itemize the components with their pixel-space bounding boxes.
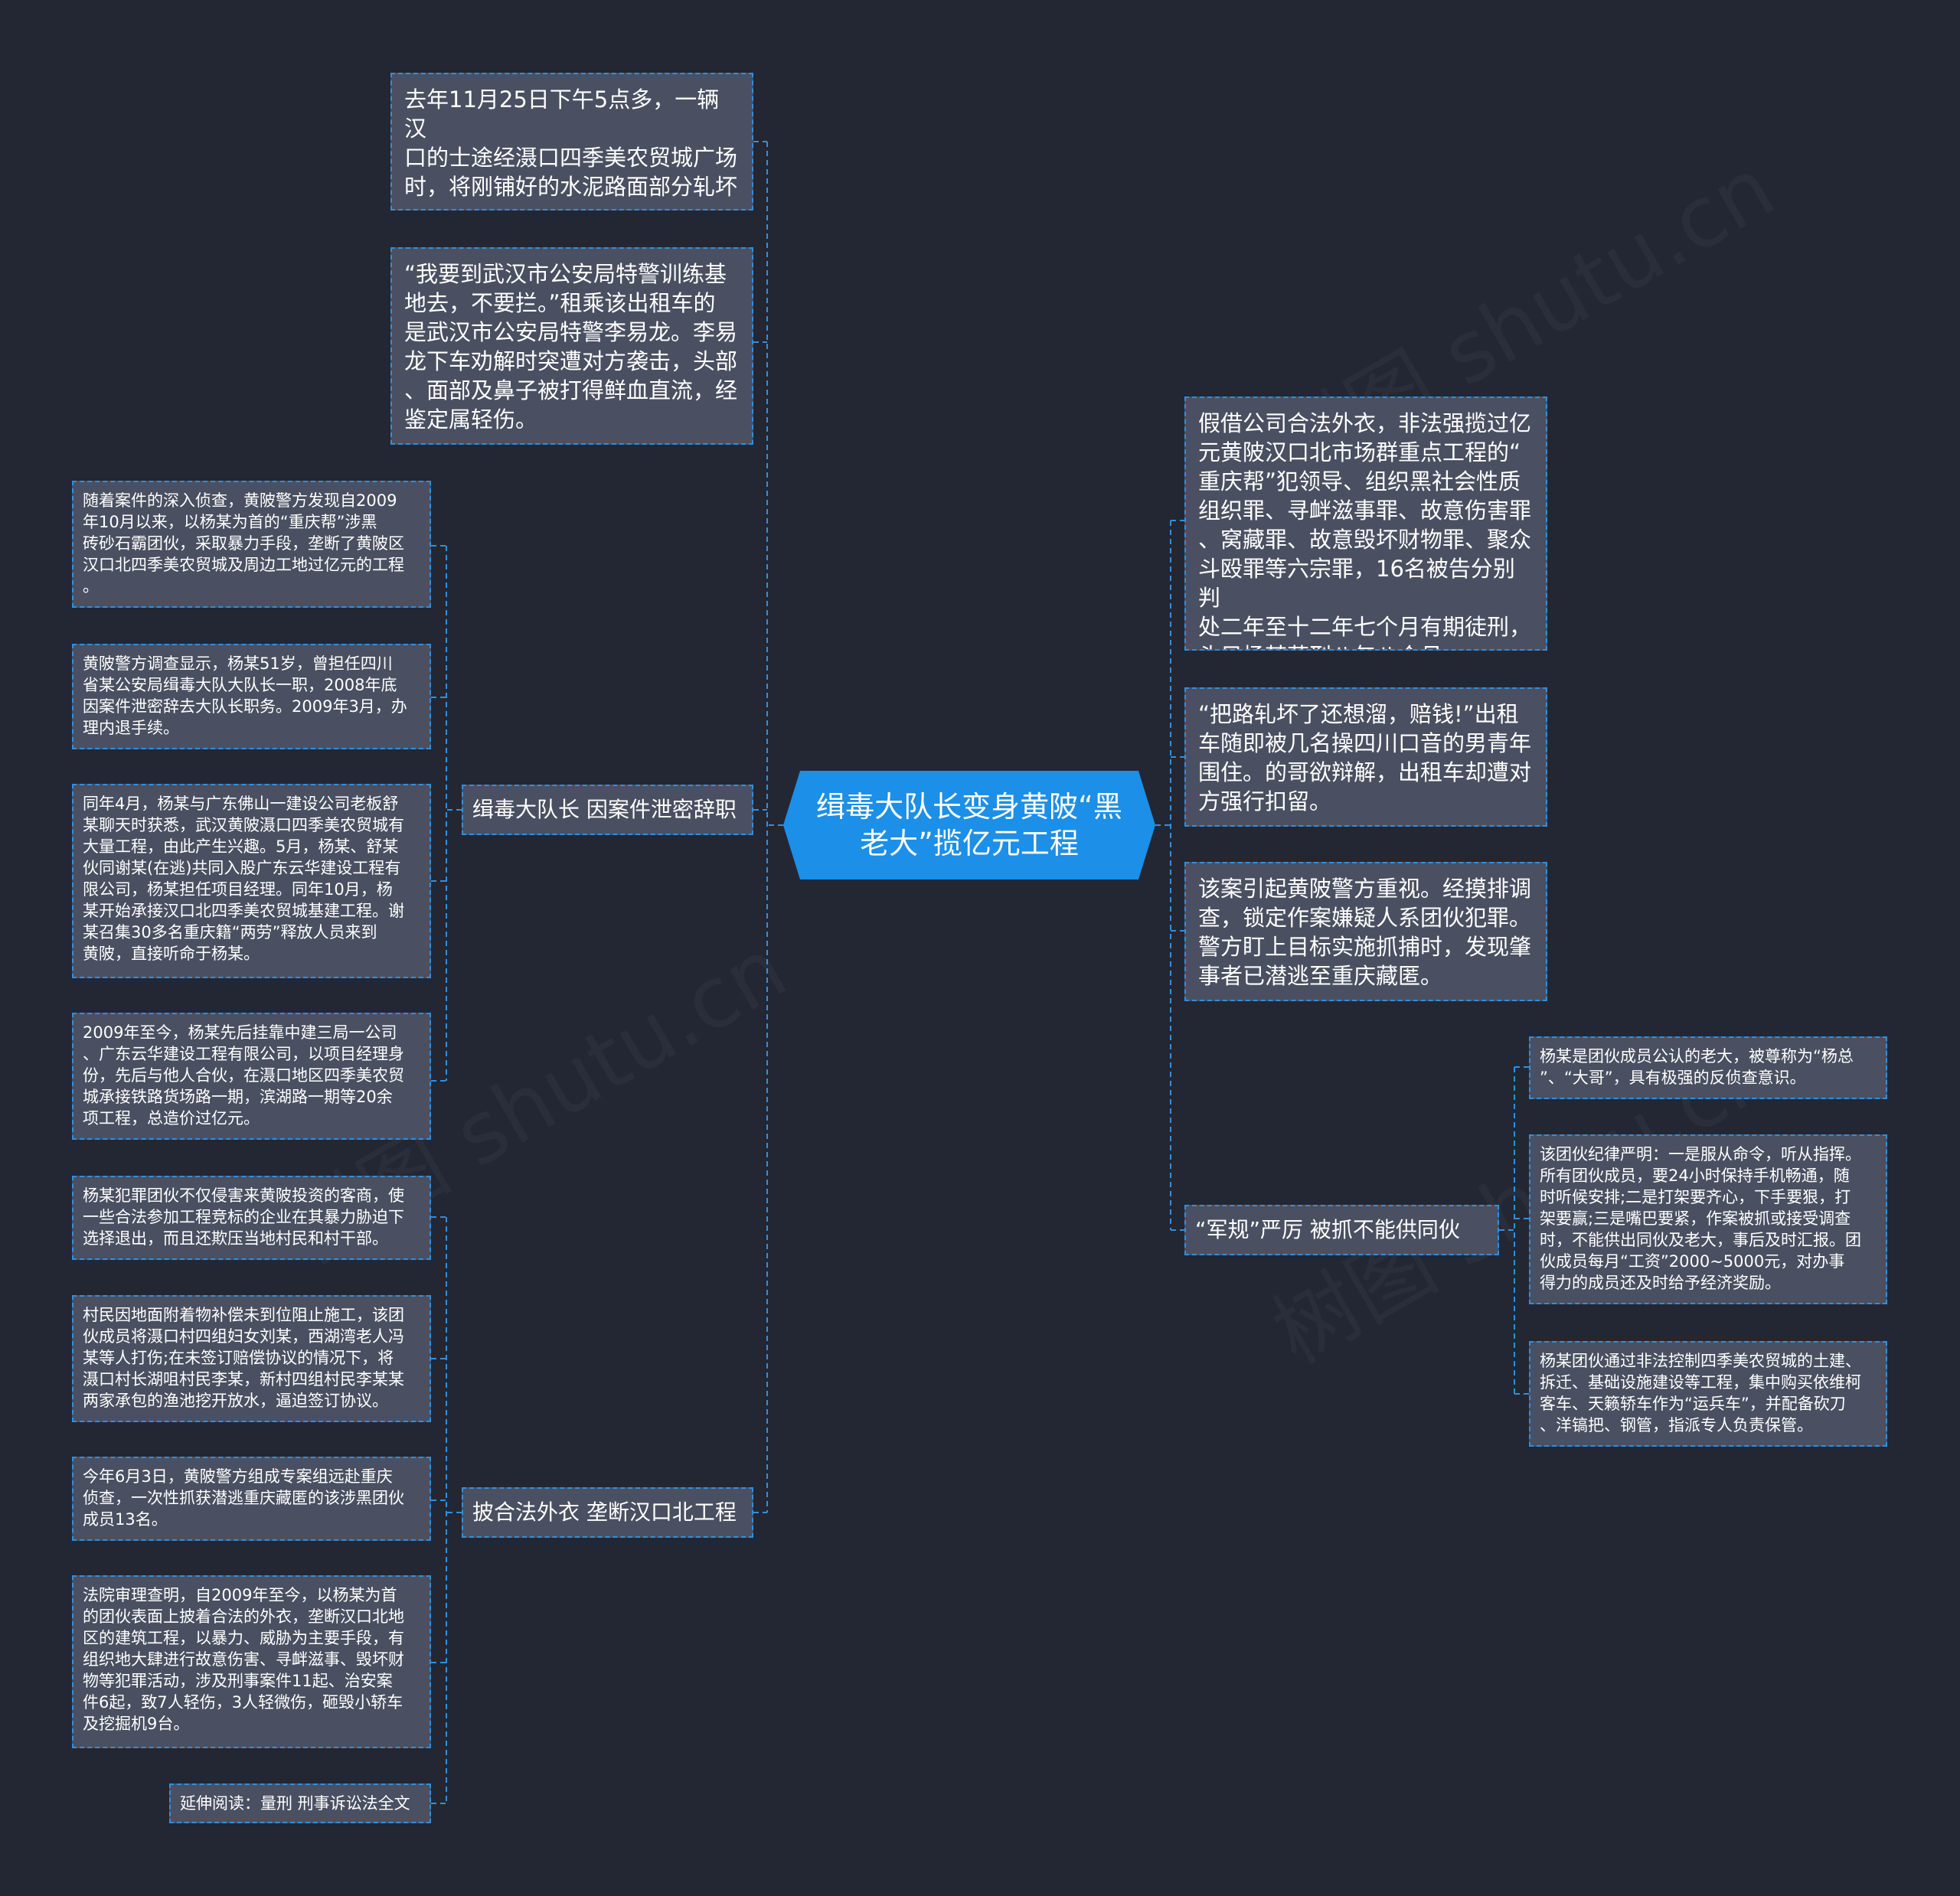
root-node[interactable]: 缉毒大队长变身黄陂“黑 老大”揽亿元工程 [783,771,1155,879]
branch-left-1[interactable]: 缉毒大队长 因案件泄密辞职 [462,785,753,835]
branch-right[interactable]: “军规”严厉 被抓不能供同伙 [1184,1205,1499,1255]
branch-right-child-2[interactable]: 该团伙纪律严明：一是服从命令，听从指挥。 所有团伙成员，要24小时保持手机畅通，… [1529,1134,1887,1304]
branch-left-2-child-4[interactable]: 法院审理查明，自2009年至今，以杨某为首 的团伙表面上披着合法的外衣，垄断汉口… [72,1575,431,1748]
right-top-node-3[interactable]: 该案引起黄陂警方重视。经摸排调 查，锁定作案嫌疑人系团伙犯罪。 警方盯上目标实施… [1184,862,1547,1001]
branch-left-2[interactable]: 披合法外衣 垄断汉口北工程 [462,1487,753,1538]
branch-left-1-child-1[interactable]: 随着案件的深入侦查，黄陂警方发现自2009 年10月以来，以杨某为首的“重庆帮”… [72,481,431,608]
left-top-node-2[interactable]: “我要到武汉市公安局特警训练基 地去，不要拦。”租乘该出租车的 是武汉市公安局特… [390,247,753,445]
branch-left-1-child-4[interactable]: 2009年至今，杨某先后挂靠中建三局一公司 、广东云华建设工程有限公司，以项目经… [72,1013,431,1140]
branch-right-child-1[interactable]: 杨某是团伙成员公认的老大，被尊称为“杨总 ”、“大哥”，具有极强的反侦查意识。 [1529,1036,1887,1099]
branch-right-child-3[interactable]: 杨某团伙通过非法控制四季美农贸城的土建、 拆迁、基础设施建设等工程，集中购买依维… [1529,1341,1887,1447]
branch-left-2-child-1[interactable]: 杨某犯罪团伙不仅侵害来黄陂投资的客商，使 一些合法参加工程竞标的企业在其暴力胁迫… [72,1176,431,1260]
branch-left-2-child-2[interactable]: 村民因地面附着物补偿未到位阻止施工，该团 伙成员将滠口村四组妇女刘某，西湖湾老人… [72,1295,431,1422]
extended-reading-link[interactable]: 延伸阅读：量刑 刑事诉讼法全文 [169,1783,431,1823]
left-top-node-1[interactable]: 去年11月25日下午5点多，一辆汉 口的士途经滠口四季美农贸城广场 时，将刚铺好… [390,73,753,210]
branch-left-2-child-3[interactable]: 今年6月3日，黄陂警方组成专案组远赴重庆 侦查，一次性抓获潜逃重庆藏匿的该涉黑团… [72,1457,431,1541]
branch-left-1-child-3[interactable]: 同年4月，杨某与广东佛山一建设公司老板舒 某聊天时获悉，武汉黄陂滠口四季美农贸城… [72,784,431,978]
right-top-node-1[interactable]: 假借公司合法外衣，非法强揽过亿 元黄陂汉口北市场群重点工程的“ 重庆帮”犯领导、… [1184,396,1547,651]
branch-left-1-child-2[interactable]: 黄陂警方调查显示，杨某51岁，曾担任四川 省某公安局缉毒大队大队长一职，2008… [72,644,431,749]
right-top-node-2[interactable]: “把路轧坏了还想溜，赔钱!”出租 车随即被几名操四川口音的男青年 围住。的哥欲辩… [1184,687,1547,827]
root-title: 缉毒大队长变身黄陂“黑 老大”揽亿元工程 [816,790,1122,860]
